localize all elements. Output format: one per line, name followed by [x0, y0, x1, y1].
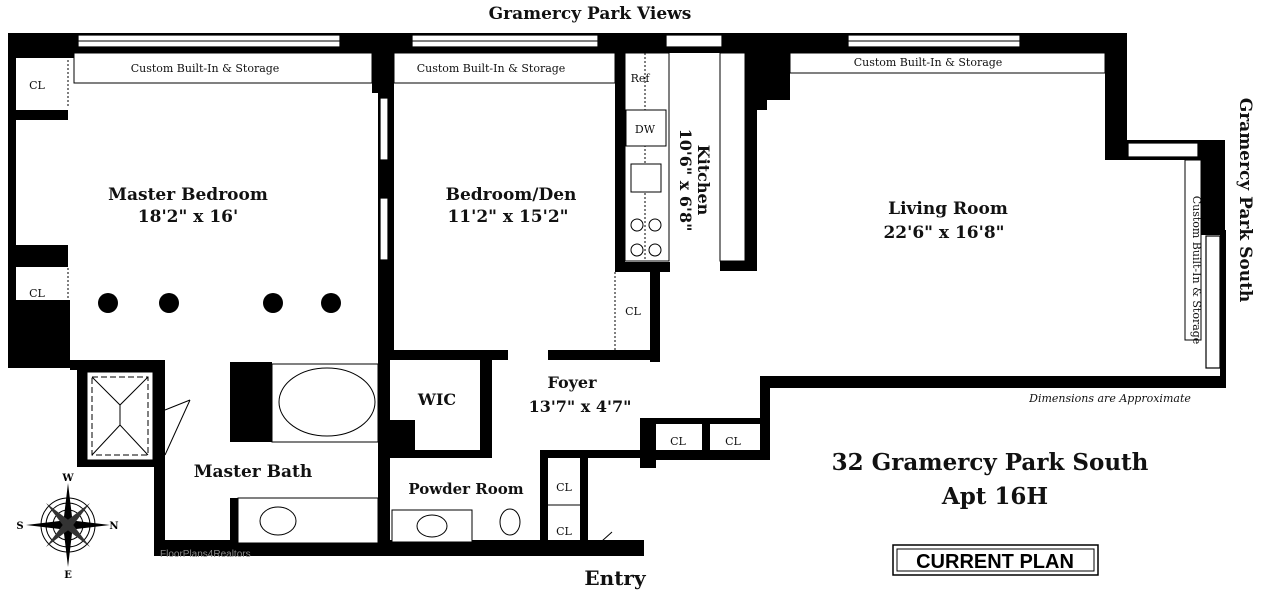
ref-label: Ref	[631, 72, 651, 85]
living-room-dims: 22'6" x 16'8"	[883, 223, 1004, 243]
dimensions-note: Dimensions are Approximate	[1028, 392, 1191, 405]
svg-text:CL: CL	[29, 79, 45, 92]
svg-text:CL: CL	[725, 435, 741, 448]
svg-text:CL: CL	[29, 287, 45, 300]
dw-label: DW	[635, 123, 656, 136]
svg-text:S: S	[16, 521, 23, 532]
plan-badge: CURRENT PLAN	[892, 544, 1099, 576]
svg-text:CL: CL	[670, 435, 686, 448]
vanity	[237, 497, 379, 544]
svg-text:CURRENT PLAN: CURRENT PLAN	[916, 551, 1074, 573]
entry-label: Entry	[584, 566, 647, 590]
entry-door	[591, 531, 637, 551]
windows	[77, 34, 1221, 369]
svg-text:CL: CL	[556, 481, 572, 494]
svg-text:E: E	[64, 570, 72, 581]
wic-name: WIC	[417, 390, 456, 409]
bedroom-den-name: Bedroom/Den	[446, 185, 577, 205]
address-line2: Apt 16H	[941, 483, 1048, 510]
door-swing	[164, 399, 191, 456]
kitchen-sink-icon	[630, 163, 662, 193]
title-right: Gramercy Park South	[1235, 98, 1255, 303]
watermark: FloorPlans4Realtors	[160, 549, 251, 560]
compass-icon: W E S N	[16, 473, 118, 581]
living-room-name: Living Room	[888, 199, 1008, 219]
powder-sink-icon	[416, 514, 448, 538]
svg-text:CL: CL	[556, 525, 572, 538]
svg-text:N: N	[109, 521, 118, 532]
address-line1: 32 Gramercy Park South	[832, 449, 1149, 476]
storage-living	[789, 52, 1106, 74]
closets: CL CL CL CL CL CL CL	[29, 60, 742, 538]
foyer-name: Foyer	[547, 373, 597, 392]
sink-icon	[259, 506, 297, 536]
storage-label: Custom Built-In & Storage	[1190, 196, 1203, 345]
storage-label: Custom Built-In & Storage	[854, 56, 1003, 69]
master-bedroom-name: Master Bedroom	[108, 185, 268, 205]
storage-den	[393, 52, 616, 84]
bedroom-den-dims: 11'2" x 15'2"	[447, 207, 568, 227]
storage-right	[1184, 159, 1202, 341]
shower	[91, 376, 149, 456]
kitchen-dims: 10'6" x 6'8"	[676, 129, 695, 232]
svg-text:W: W	[61, 473, 74, 484]
master-bath-name: Master Bath	[194, 462, 313, 482]
storage-label: Custom Built-In & Storage	[417, 62, 566, 75]
powder-room-name: Powder Room	[408, 480, 523, 498]
kitchen-name: Kitchen	[694, 145, 713, 216]
storage-master	[73, 52, 373, 84]
foyer-dims: 13'7" x 4'7"	[529, 397, 632, 416]
walls	[8, 33, 1226, 556]
ceiling-lights	[98, 293, 341, 313]
master-bedroom-dims: 18'2" x 16'	[138, 207, 238, 227]
toilet-icon	[499, 508, 521, 536]
storage-label: Custom Built-In & Storage	[131, 62, 280, 75]
svg-text:CL: CL	[625, 305, 641, 318]
title-top: Gramercy Park Views	[489, 4, 692, 24]
